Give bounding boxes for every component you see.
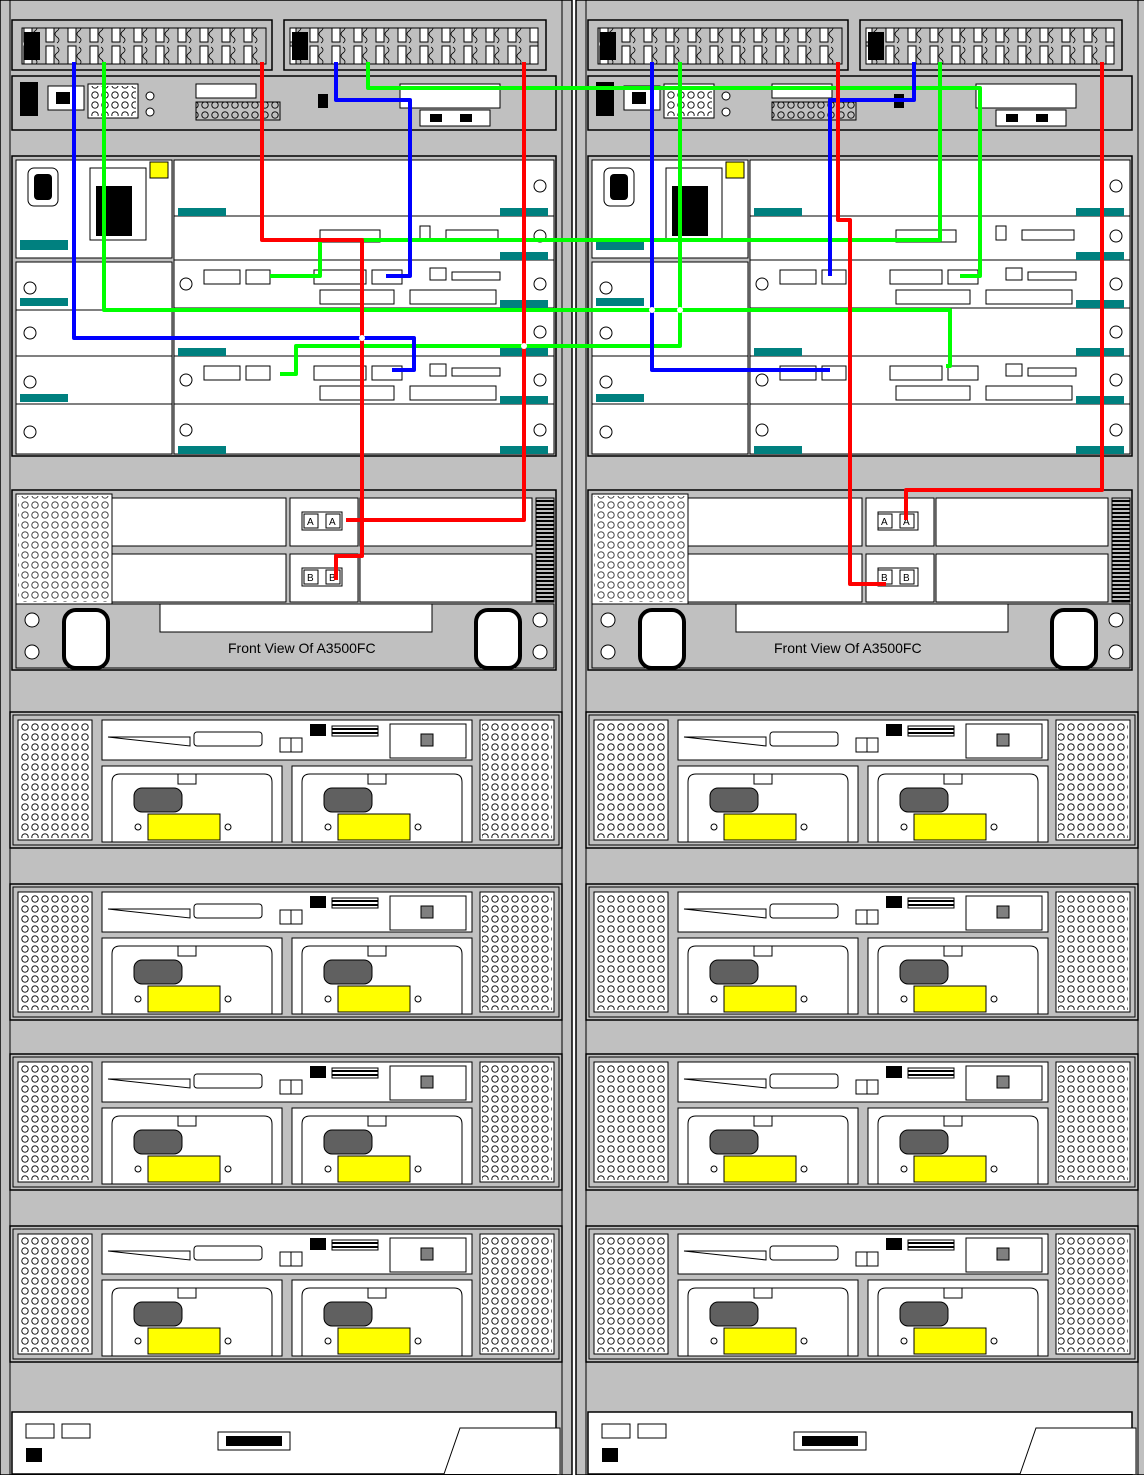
right-port-a-label: A [881,517,888,528]
left-port-b2-label: B [329,573,336,584]
blue-cables [72,62,916,372]
red-cables [260,62,1104,586]
right-port-b-label: B [881,573,888,584]
left-port-a-label: A [307,517,314,528]
right-rack [576,0,1144,1475]
left-port-a2-label: A [329,517,336,528]
right-controller-caption: Front View Of A3500FC [774,640,922,656]
left-port-b-label: B [307,573,314,584]
right-port-a2-label: A [903,517,910,528]
left-controller-caption: Front View Of A3500FC [228,640,376,656]
right-port-b2-label: B [903,573,910,584]
left-rack [0,0,572,1475]
